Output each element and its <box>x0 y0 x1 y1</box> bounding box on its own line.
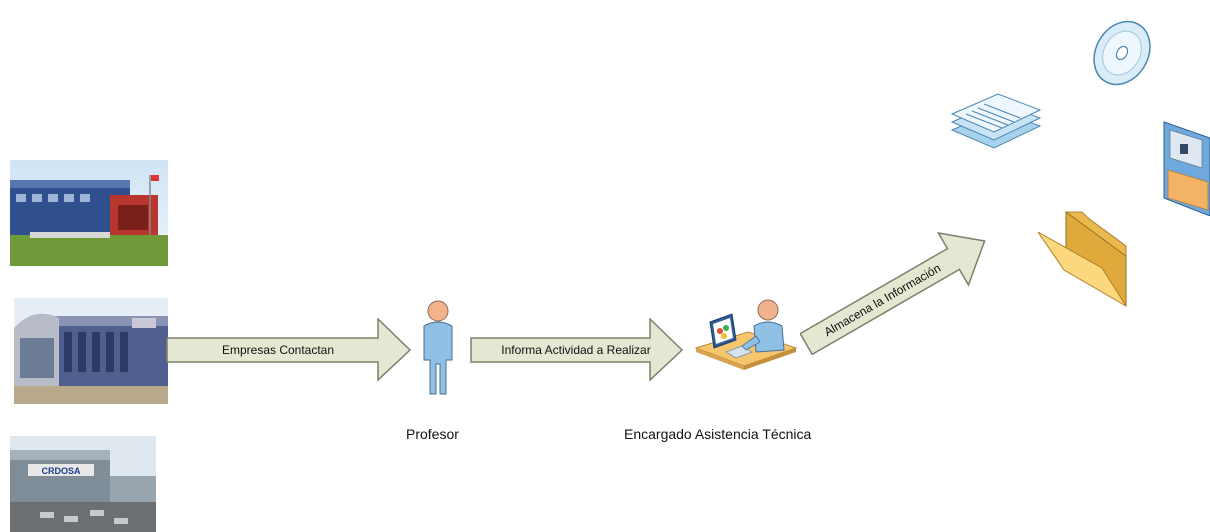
folder-icon <box>1037 211 1127 307</box>
informa-actividad-arrow: Informa Actividad a Realizar <box>470 318 684 382</box>
floppy-disk-icon <box>1163 121 1210 216</box>
encargado-caption: Encargado Asistencia Técnica <box>624 426 812 442</box>
profesor-caption: Profesor <box>406 426 459 442</box>
cd-disc-icon <box>1093 20 1151 86</box>
company-building-photo-1 <box>10 160 168 266</box>
company-building-photo-2 <box>14 298 168 404</box>
encargado-workstation-icon <box>694 299 798 370</box>
almacena-informacion-arrow: Almacena la Información <box>800 232 986 356</box>
building-sign-text: CRDOSA <box>41 466 81 476</box>
empresas-contactan-label: Empresas Contactan <box>222 343 334 357</box>
documents-stack-icon <box>950 93 1042 149</box>
profesor-person-icon <box>423 300 453 395</box>
company-building-photo-3: CRDOSA <box>10 436 156 532</box>
almacena-informacion-label: Almacena la Información <box>822 261 943 339</box>
empresas-contactan-arrow: Empresas Contactan <box>166 318 412 382</box>
informa-actividad-label: Informa Actividad a Realizar <box>501 343 650 357</box>
